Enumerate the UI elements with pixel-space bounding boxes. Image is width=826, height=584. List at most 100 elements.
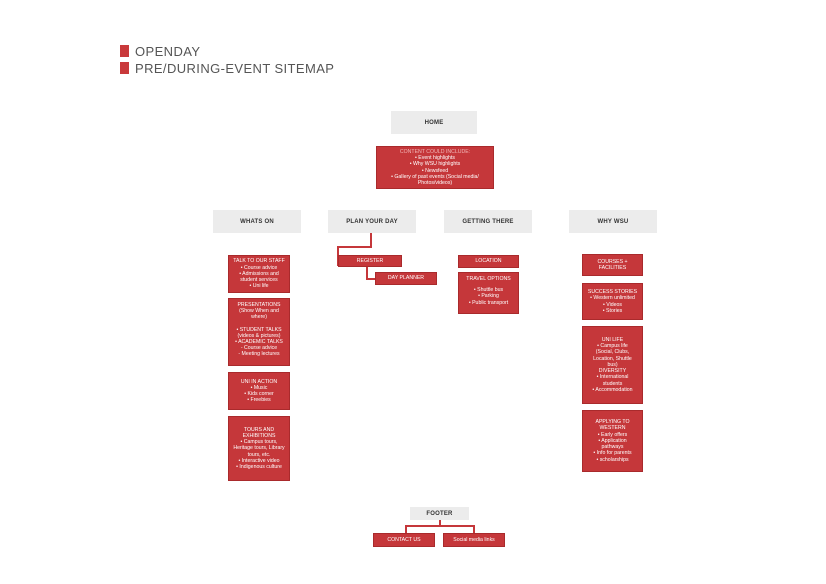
- box-line: • Kids corner: [244, 391, 274, 397]
- content-line: • Gallery of past events (Social media/: [391, 173, 479, 180]
- home-content-box: CONTENT COULD INCLUDE: • Event highlight…: [376, 146, 494, 189]
- box-line: • Freebies: [247, 397, 271, 404]
- box-line: FACILITIES: [598, 265, 627, 271]
- home-node[interactable]: HOME: [391, 111, 477, 134]
- box-line: APPLYING TO: [595, 419, 630, 426]
- box-line: (videos & pictures): [237, 332, 281, 339]
- box-line: • Videos: [602, 301, 623, 308]
- box-line: • Music: [250, 384, 268, 391]
- footer-label: FOOTER: [426, 510, 453, 517]
- box-line: DIVERSITY: [598, 368, 627, 375]
- box-line: • Interactive video: [238, 457, 280, 464]
- content-line: • Why WSU highlights: [409, 161, 461, 168]
- title-bullet: [120, 45, 129, 57]
- box-line: • Campus life: [597, 343, 628, 350]
- box-line: (Show When and: [239, 308, 279, 315]
- box-line: • Admissions and: [239, 270, 279, 277]
- box-line: • Shuttle bus: [473, 287, 504, 294]
- uni-life-box[interactable]: UNI LIFE • Campus life (Social, Clubs, L…: [582, 326, 643, 404]
- tours-and-exhibitions-box[interactable]: TOURS AND EXHIBITIONS • Campus tours, He…: [228, 416, 290, 481]
- section-label: PLAN YOUR DAY: [346, 218, 398, 225]
- applying-to-western-box[interactable]: APPLYING TO WESTERN • Early offers • App…: [582, 410, 643, 472]
- box-line: • International: [596, 374, 629, 381]
- box-line: where): [251, 314, 267, 321]
- day-planner-box[interactable]: DAY PLANNER: [375, 272, 437, 285]
- title-text: OPENDAY: [135, 43, 201, 59]
- section-why-wsu[interactable]: WHY WSU: [569, 210, 657, 233]
- connector-line: [439, 520, 441, 525]
- subtitle-text: PRE/DURING-EVENT SITEMAP: [135, 60, 335, 76]
- box-line: • Uni life: [249, 283, 269, 290]
- box-line: Location, Shuttle: [593, 355, 632, 362]
- box-line: • ACADEMIC TALKS: [235, 339, 283, 346]
- box-line: • Accommodation: [592, 386, 633, 393]
- box-line: TRAVEL OPTIONS: [466, 276, 511, 282]
- footer-node[interactable]: FOOTER: [410, 507, 469, 520]
- box-line: COURSES +: [597, 258, 628, 265]
- connector-line: [337, 246, 339, 266]
- connector-line: [405, 525, 474, 527]
- title-bullet: [120, 62, 129, 74]
- success-stories-box[interactable]: SUCCESS STORIES • Western unlimited • Vi…: [582, 283, 643, 320]
- box-line: TOURS AND: [243, 426, 275, 433]
- section-label: GETTING THERE: [462, 218, 514, 225]
- content-line: • Newsfeed: [421, 167, 449, 174]
- box-line: CONTACT US: [387, 536, 421, 543]
- box-line: students: [602, 380, 623, 387]
- section-label: WHATS ON: [240, 218, 274, 225]
- connector-line: [337, 246, 372, 248]
- content-line: • Event highlights: [415, 155, 455, 162]
- home-label: HOME: [424, 119, 444, 126]
- section-getting-there[interactable]: GETTING THERE: [444, 210, 532, 233]
- content-line: Photos/videos): [417, 179, 453, 186]
- box-line: bus): [607, 361, 618, 368]
- social-media-links-box[interactable]: Social media links: [443, 533, 505, 547]
- box-line: • Western unlimited: [590, 295, 635, 302]
- box-line: Heritage tours, Library: [233, 445, 285, 452]
- box-line: EXHIBITIONS: [242, 432, 276, 439]
- connector-line: [370, 233, 372, 246]
- box-line: pathways: [601, 444, 624, 451]
- title-openday: OPENDAY: [120, 43, 201, 59]
- box-line: • Stories: [602, 307, 623, 314]
- box-line: • Indigenous culture: [236, 464, 282, 470]
- content-heading: CONTENT COULD INCLUDE:: [399, 148, 471, 155]
- contact-us-box[interactable]: CONTACT US: [373, 533, 435, 547]
- box-line: student services: [240, 277, 278, 284]
- box-line: • Campus tours,: [240, 439, 278, 446]
- talk-to-our-staff-box[interactable]: TALK TO OUR STAFF • Course advice • Admi…: [228, 255, 290, 293]
- box-line: • Application: [598, 437, 627, 444]
- box-line: • Parking: [478, 293, 499, 300]
- register-box[interactable]: REGISTER: [338, 255, 402, 267]
- section-plan-your-day[interactable]: PLAN YOUR DAY: [328, 210, 416, 233]
- box-line: LOCATION: [475, 258, 502, 265]
- box-line: - Course advice: [240, 345, 278, 352]
- box-line: tours, etc.: [247, 451, 271, 458]
- uni-in-action-box[interactable]: UNI IN ACTION • Music • Kids corner • Fr…: [228, 372, 290, 410]
- box-line: Social media links: [453, 536, 495, 543]
- box-line: • Early offers: [597, 431, 628, 438]
- presentations-box[interactable]: PRESENTATIONS (Show When and where) • ST…: [228, 298, 290, 366]
- box-line: • Info for parents: [593, 450, 632, 457]
- box-line: UNI IN ACTION: [240, 378, 278, 385]
- box-line: • scholarships: [596, 456, 629, 463]
- courses-facilities-box[interactable]: COURSES + FACILITIES: [582, 254, 643, 276]
- section-label: WHY WSU: [597, 218, 629, 225]
- box-line: (Social, Clubs,: [595, 349, 630, 356]
- box-line: TALK TO OUR STAFF: [233, 258, 285, 265]
- title-sitemap: PRE/DURING-EVENT SITEMAP: [120, 60, 335, 76]
- box-line: UNI LIFE: [601, 337, 624, 344]
- location-box[interactable]: LOCATION: [458, 255, 519, 268]
- box-line: • Public transport: [468, 299, 509, 306]
- box-line: PRESENTATIONS: [237, 302, 281, 308]
- connector-line: [366, 266, 368, 279]
- box-line: • Course advice: [240, 264, 278, 271]
- box-line: WESTERN: [599, 425, 626, 432]
- box-line: DAY PLANNER: [387, 275, 425, 282]
- connector-line: [473, 525, 475, 533]
- travel-options-box[interactable]: TRAVEL OPTIONS • Shuttle bus • Parking •…: [458, 272, 519, 314]
- section-whats-on[interactable]: WHATS ON: [213, 210, 301, 233]
- box-line: REGISTER: [356, 257, 384, 264]
- box-line: • STUDENT TALKS: [236, 326, 282, 333]
- box-line: - Meeting lectures: [238, 351, 280, 358]
